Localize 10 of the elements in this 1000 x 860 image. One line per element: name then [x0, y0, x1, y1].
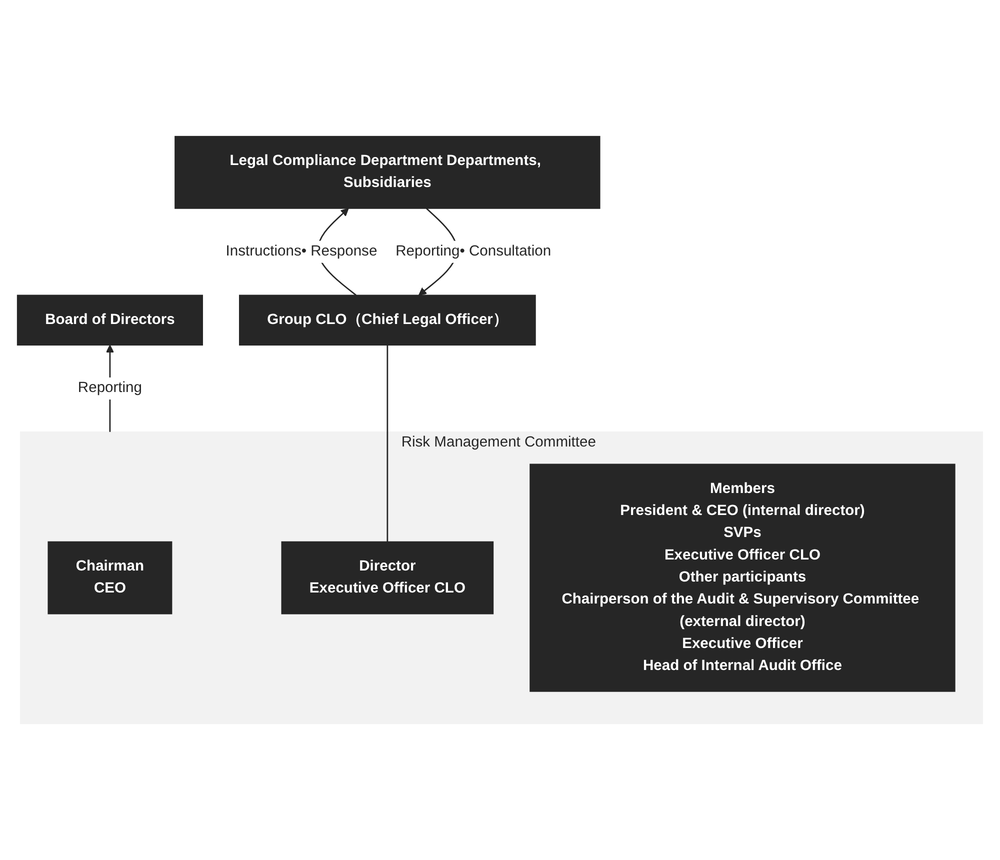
- node-box: Members President & CEO (internal director) SVPs Executive Officer CLO Other participants Chairperson of the Audit & Supervisory Committee (external director) Executive Officer Head of Internal Audit Office: [530, 464, 956, 692]
- connector: [386, 345, 388, 542]
- edge-label: Reporting• Consultation: [396, 243, 552, 260]
- node-box: Chairman CEO: [48, 541, 172, 614]
- node-box: Group CLO（Chief Legal Officer）: [239, 294, 536, 346]
- node-box: Legal Compliance Department Departments, Subsidiaries: [174, 136, 600, 209]
- node-box: Director Executive Officer CLO: [281, 541, 494, 614]
- node-box: Board of Directors: [16, 294, 203, 346]
- edge-label: Reporting: [78, 380, 142, 396]
- edge-label: Instructions• Response: [226, 243, 378, 260]
